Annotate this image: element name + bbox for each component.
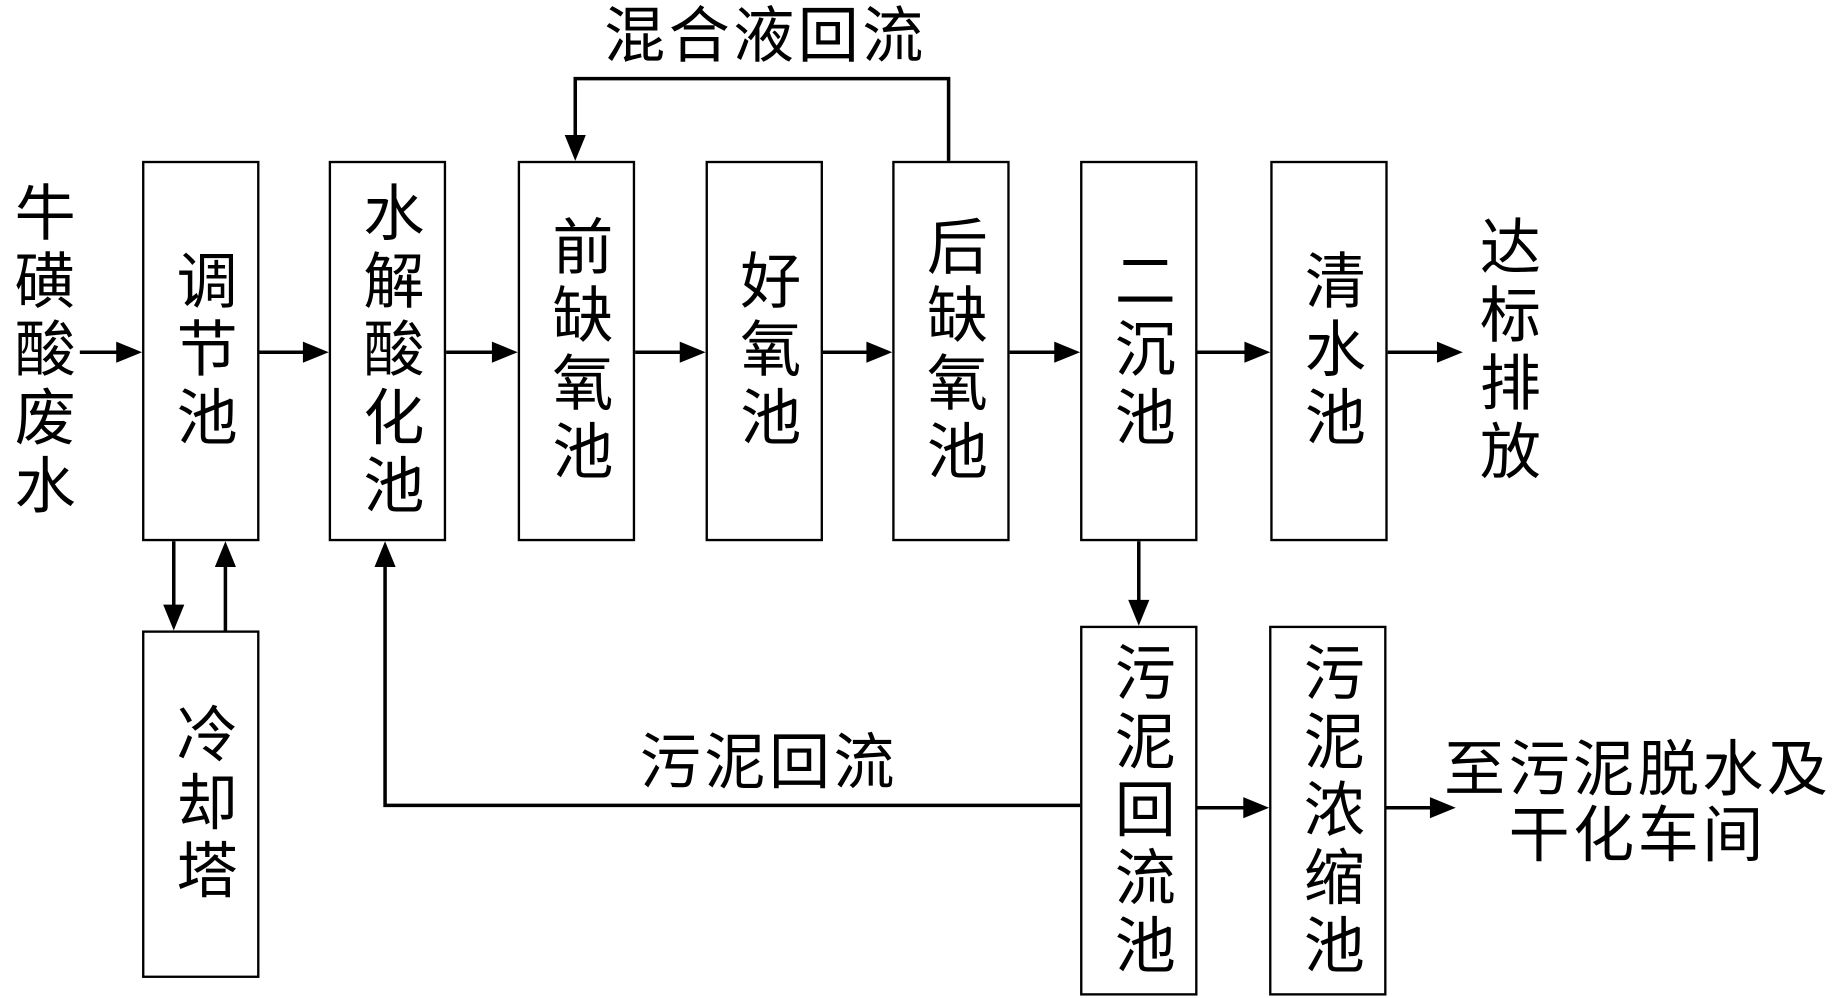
secondary-clarifier-label: 二沉池 [1103, 248, 1174, 454]
arrow-post-anoxic-to-clarifier [1009, 341, 1081, 363]
sludge-thickening-tank-box: 污泥浓缩池 [1269, 625, 1387, 996]
arrowhead [163, 604, 185, 631]
mixed-liquor-return-caption: 混合液回流 [572, 1, 959, 72]
sludge-destination-line2: 干化车间 [1508, 800, 1767, 872]
sludge-thickening-tank-label: 污泥浓缩池 [1292, 640, 1364, 981]
discharge-label: 达标排放 [1468, 214, 1540, 488]
sludge-destination-line1: 至污泥脱水及 [1444, 734, 1832, 806]
arrowhead [214, 541, 236, 568]
wastewater-source-label: 牛磺酸废水 [3, 180, 74, 522]
arrow-sludge-return-to-thickening [1197, 797, 1270, 819]
arrow-cooling-to-regulating [214, 541, 236, 631]
cooling-tower-label: 冷却塔 [165, 702, 236, 907]
arrowhead [116, 341, 143, 363]
aerobic-tank-label: 好氧池 [729, 248, 800, 454]
arrow-mixed-liquor-return [564, 76, 951, 161]
arrowhead [302, 341, 329, 363]
arrow-clear-water-to-discharge [1387, 341, 1463, 363]
sludge-return-label: 污泥回流 [639, 727, 899, 799]
hydrolysis-acidification-tank-box: 水解酸化池 [328, 160, 447, 542]
arrow-clarifier-to-clear-water [1197, 341, 1271, 363]
sludge-return-caption: 污泥回流 [610, 730, 927, 796]
regulating-tank-label: 调节池 [165, 248, 236, 454]
regulating-tank-box: 调节池 [142, 160, 260, 542]
discharge-output: 达标排放 [1465, 161, 1542, 541]
cooling-tower-box: 冷却塔 [142, 630, 260, 978]
arrowhead [374, 541, 396, 568]
post-anoxic-tank-box: 后缺氧池 [892, 160, 1010, 542]
arrow-wastewater-to-regulating [79, 341, 143, 363]
arrowhead [564, 135, 586, 161]
arrowhead [866, 341, 893, 363]
wastewater-source: 牛磺酸废水 [0, 161, 77, 541]
sludge-destination-output: 至污泥脱水及 干化车间 [1437, 737, 1839, 868]
arrowhead [1243, 797, 1270, 819]
pre-anoxic-tank-label: 前缺氧池 [541, 214, 612, 488]
arrow-hydrolysis-to-pre-anoxic [446, 341, 518, 363]
clear-water-tank-label: 清水池 [1293, 248, 1365, 454]
arrowhead [1054, 341, 1081, 363]
mixed-liquor-return-label: 混合液回流 [604, 1, 927, 72]
clear-water-tank-box: 清水池 [1270, 160, 1388, 542]
arrow-regulating-to-hydrolysis [259, 341, 329, 363]
arrow-regulating-to-cooling [163, 541, 185, 631]
sludge-return-tank-box: 污泥回流池 [1080, 625, 1198, 996]
arrowhead [1436, 341, 1463, 363]
arrowhead [491, 341, 518, 363]
arrow-pre-anoxic-to-aerobic [635, 341, 706, 363]
hydrolysis-acidification-tank-label: 水解酸化池 [352, 180, 423, 522]
secondary-clarifier-box: 二沉池 [1080, 160, 1198, 542]
pre-anoxic-tank-box: 前缺氧池 [517, 160, 636, 542]
arrowhead [1128, 599, 1150, 626]
sludge-return-tank-label: 污泥回流池 [1103, 640, 1174, 981]
arrowhead [1244, 341, 1271, 363]
arrow-aerobic-to-post-anoxic [822, 341, 893, 363]
aerobic-tank-box: 好氧池 [705, 160, 823, 542]
arrowhead [679, 341, 706, 363]
arrow-clarifier-to-sludge-return [1128, 541, 1150, 626]
connector-line [573, 76, 951, 161]
post-anoxic-tank-label: 后缺氧池 [915, 214, 987, 488]
